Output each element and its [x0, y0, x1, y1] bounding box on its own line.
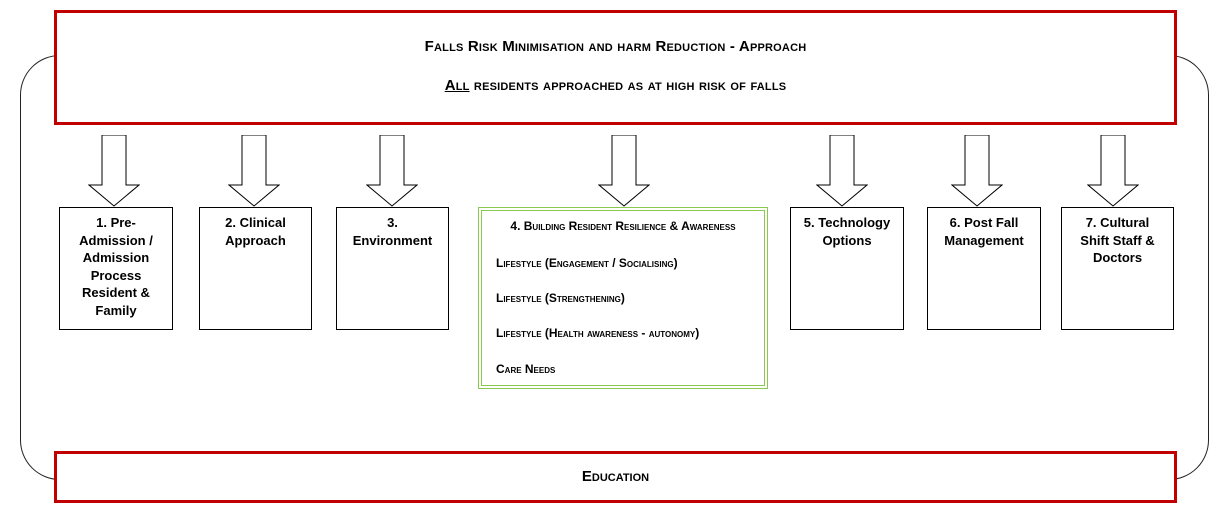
box-resident-resilience: 4. Building Resident Resilience & Awaren…	[478, 207, 768, 389]
box-post-fall-management: 6. Post Fall Management	[927, 207, 1041, 330]
education-box: Education	[54, 451, 1177, 503]
lifestyle-strengthening-item: Lifestyle (Strengthening)	[496, 291, 625, 305]
lifestyle-health-awareness-item: Lifestyle (Health awareness - autonomy)	[496, 326, 700, 340]
down-arrow-icon	[366, 135, 418, 207]
diagram-title: Falls Risk Minimisation and harm Reducti…	[424, 38, 807, 55]
header-box: Falls Risk Minimisation and harm Reducti…	[54, 10, 1177, 125]
care-needs-item: Care Needs	[496, 362, 556, 376]
diagram-subtitle: All residents approached as at high risk…	[57, 77, 1174, 94]
down-arrow-icon	[88, 135, 140, 207]
box-cultural-shift: 7. Cultural Shift Staff & Doctors	[1061, 207, 1174, 330]
box-environment: 3. Environment	[336, 207, 449, 330]
box-resident-resilience-title: 4. Building Resident Resilience & Awaren…	[510, 219, 736, 233]
down-arrow-icon	[951, 135, 1003, 207]
down-arrow-icon	[228, 135, 280, 207]
box-pre-admission: 1. Pre-Admission / Admission Process Res…	[59, 207, 173, 330]
lifestyle-engagement-item: Lifestyle (Engagement / Socialising)	[496, 256, 678, 270]
subtitle-rest: residents approached as at high risk of …	[469, 77, 787, 94]
subtitle-underlined-word: All	[444, 77, 470, 94]
box-technology-options: 5. Technology Options	[790, 207, 904, 330]
down-arrow-icon	[1087, 135, 1139, 207]
down-arrow-icon	[816, 135, 868, 207]
down-arrow-icon	[598, 135, 650, 207]
box-clinical-approach: 2. Clinical Approach	[199, 207, 312, 330]
